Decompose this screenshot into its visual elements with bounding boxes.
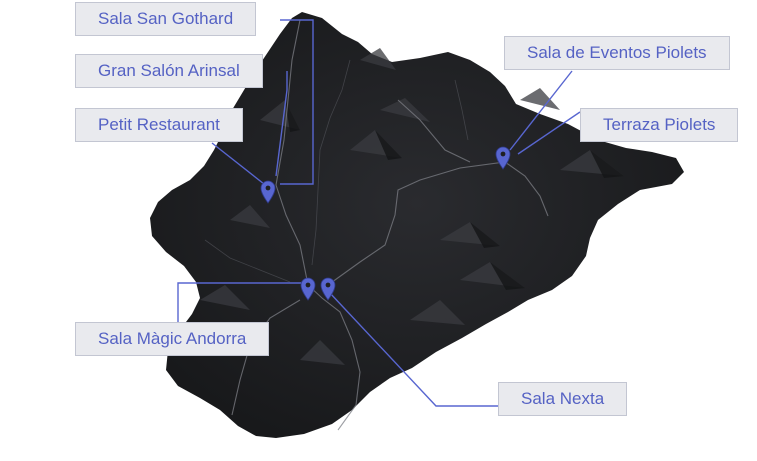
pin-sala-de-eventos-piolets[interactable] [495, 146, 511, 170]
location-pin-icon [260, 180, 276, 204]
leader-line-gran-salon-arinsal [275, 71, 288, 177]
roads [231, 19, 549, 431]
pin-dot [500, 151, 506, 157]
location-pin-icon [495, 146, 511, 170]
pin-dot [305, 282, 311, 288]
mountain-shadows [285, 100, 624, 290]
leader-line-sala-nexta [328, 291, 498, 407]
location-pin-icon [320, 277, 336, 301]
leader-line-terraza-piolets [517, 111, 581, 155]
label-petit-restaurant[interactable]: Petit Restaurant [75, 108, 243, 142]
label-sala-san-gothard[interactable]: Sala San Gothard [75, 2, 257, 36]
pin-dot [265, 185, 271, 191]
pin-dot [325, 282, 331, 288]
label-sala-nexta[interactable]: Sala Nexta [498, 382, 628, 416]
label-gran-salon-arinsal[interactable]: Gran Salón Arinsal [75, 54, 263, 88]
label-sala-magic-andorra[interactable]: Sala Màgic Andorra [75, 322, 270, 356]
pin-sala-magic-andorra[interactable] [300, 277, 316, 301]
leader-lines [177, 19, 581, 407]
leader-line-sala-san-gothard [280, 19, 314, 185]
leader-line-sala-de-eventos-piolets [509, 70, 573, 151]
label-sala-de-eventos-piolets[interactable]: Sala de Eventos Piolets [504, 36, 730, 70]
pin-petit-restaurant[interactable] [260, 180, 276, 204]
rivers [204, 59, 469, 283]
leader-line-sala-magic-andorra [177, 282, 304, 322]
label-terraza-piolets[interactable]: Terraza Piolets [580, 108, 739, 142]
location-pin-icon [300, 277, 316, 301]
pin-sala-nexta[interactable] [320, 277, 336, 301]
leader-line-petit-restaurant [211, 142, 265, 185]
